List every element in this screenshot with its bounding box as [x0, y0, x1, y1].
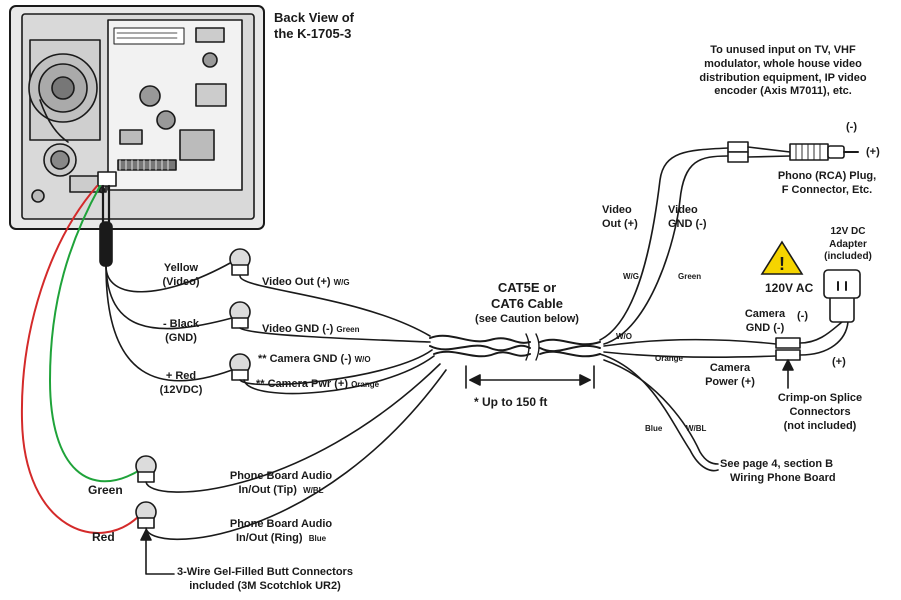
- adapter-plus-label: (+): [832, 356, 846, 368]
- butt-connector-green: [135, 455, 157, 483]
- wire-color-blue-right: Blue: [645, 424, 663, 433]
- warning-icon: !: [760, 240, 804, 275]
- ac-label: 120V AC: [765, 281, 814, 295]
- wire-color-wo-right: W/O: [616, 332, 632, 341]
- video-gnd-conductor: Video GND (-) Green: [262, 323, 360, 335]
- yellow-wire-label: Yellow(Video): [162, 262, 200, 288]
- speaker-icon: [28, 39, 101, 143]
- black-wire-label: - Black(GND): [162, 318, 200, 344]
- phono-minus: (-): [846, 121, 857, 133]
- power-adapter-icon: [823, 269, 861, 323]
- cable-length-label: * Up to 150 ft: [474, 395, 548, 409]
- adapter-minus-label: (-): [797, 310, 808, 322]
- red-audio-wire-label: Red: [92, 530, 115, 544]
- red-wire-label: + Red(12VDC): [159, 370, 203, 396]
- green-wire-label: Green: [88, 483, 123, 497]
- wire-color-orange-right: Orange: [655, 354, 684, 363]
- phono-plus: (+): [866, 146, 880, 158]
- butt-connector-red-audio: [135, 501, 157, 529]
- wire-color-wg-right: W/G: [623, 272, 639, 281]
- warning-glyph: !: [779, 254, 785, 274]
- butt-connector-black: [229, 301, 251, 329]
- wire-color-wbl-right: W/BL: [686, 424, 707, 433]
- butt-connector-yellow: [229, 248, 251, 276]
- butt-connector-red: [229, 353, 251, 381]
- k1705-panel: [9, 5, 265, 230]
- camera-gnd-conductor: ** Camera GND (-) W/O: [258, 353, 371, 365]
- wire-color-green-right: Green: [678, 272, 702, 281]
- phono-label: Phono (RCA) Plug,F Connector, Etc.: [777, 170, 877, 196]
- camera-pwr-conductor: ** Camera Pwr (+) Orange: [256, 378, 380, 390]
- rca-plug-icon: [789, 143, 859, 161]
- video-out-conductor: Video Out (+) W/G: [262, 276, 350, 288]
